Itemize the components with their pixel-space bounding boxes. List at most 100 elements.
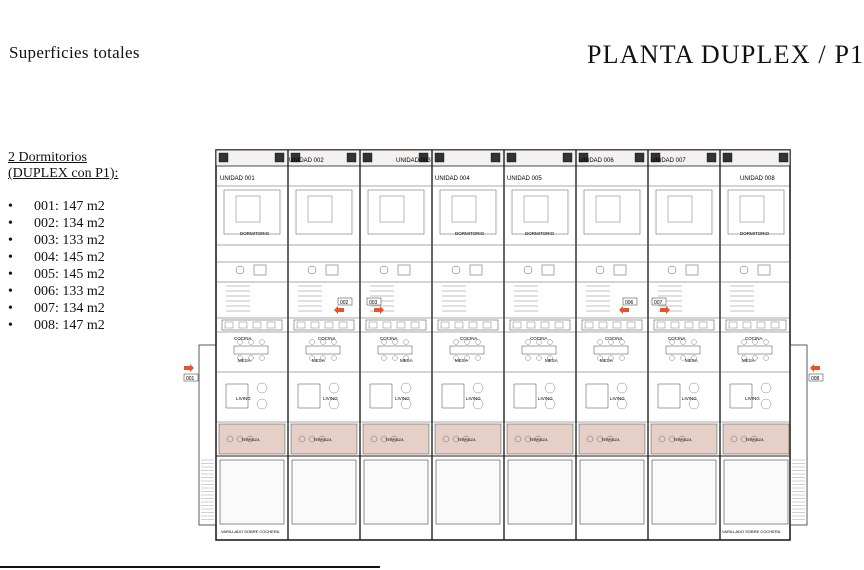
armchair xyxy=(472,398,484,410)
plant xyxy=(370,435,378,443)
appliance xyxy=(598,321,608,329)
column-block xyxy=(290,152,301,163)
chair xyxy=(680,339,686,345)
appliance xyxy=(554,321,564,329)
toilet xyxy=(235,265,245,275)
chair xyxy=(536,339,542,345)
unit-area-list: 001: 147 m2 002: 134 m2 003: 133 m2 004:… xyxy=(8,198,105,334)
side-annex-right xyxy=(789,344,808,526)
column-block xyxy=(434,152,445,163)
toilet xyxy=(739,265,749,275)
appliance xyxy=(252,321,262,329)
unit-label-003: UNIDAD 003 xyxy=(396,158,431,164)
garage-note-left: VARILLADO SOBRE COCHERA xyxy=(221,529,280,534)
room-label-living: LIVING xyxy=(395,396,410,401)
chair xyxy=(248,339,254,345)
room-label-dormitorio: DORMITORIO xyxy=(240,231,270,236)
plant xyxy=(308,435,316,443)
room-label-cocina: COCINA xyxy=(605,336,623,341)
chair xyxy=(680,355,686,361)
room-label-terraza: TERRAZA xyxy=(601,437,620,442)
room-label-mesa: MESA xyxy=(400,358,413,363)
toilet xyxy=(451,265,461,275)
room-label-terraza: TERRAZA xyxy=(673,437,692,442)
plant xyxy=(658,435,666,443)
bedroom xyxy=(295,189,353,235)
dining-table xyxy=(593,345,629,355)
bed xyxy=(523,195,549,223)
room-label-terraza: TERRAZA xyxy=(385,437,404,442)
appliance xyxy=(410,321,420,329)
appliance xyxy=(656,321,666,329)
column-block xyxy=(418,152,429,163)
kitchen-counter xyxy=(581,319,643,331)
room-label-living: LIVING xyxy=(682,396,697,401)
plant xyxy=(390,435,398,443)
appliance xyxy=(626,321,636,329)
sink xyxy=(757,264,771,276)
subtitle: Superficies totales xyxy=(9,43,140,62)
room-label-dormitorio: DORMITORIO xyxy=(455,231,485,236)
terrace xyxy=(290,423,358,455)
appliance xyxy=(454,321,464,329)
plant xyxy=(452,435,460,443)
plant xyxy=(534,435,542,443)
kitchen-counter xyxy=(365,319,427,331)
armchair xyxy=(544,382,556,394)
armchair xyxy=(616,398,628,410)
appliance xyxy=(540,321,550,329)
garage-bay xyxy=(579,459,645,525)
plant xyxy=(678,435,686,443)
room-label-mesa: MESA xyxy=(238,358,251,363)
armchair xyxy=(688,382,700,394)
appliance xyxy=(612,321,622,329)
kitchen-counter xyxy=(725,319,787,331)
room-label-living: LIVING xyxy=(745,396,760,401)
chair xyxy=(309,355,315,361)
sofa xyxy=(729,383,753,409)
plant xyxy=(606,435,614,443)
armchair xyxy=(760,382,772,394)
kitchen-counter xyxy=(653,319,715,331)
chair xyxy=(309,339,315,345)
sink xyxy=(469,264,483,276)
unit-label-006: UNIDAD 006 xyxy=(579,158,614,164)
unit-label-002: UNIDAD 002 xyxy=(289,158,324,164)
sink xyxy=(685,264,699,276)
plant xyxy=(380,435,388,443)
bedroom xyxy=(727,189,785,235)
appliance xyxy=(266,321,276,329)
armchair xyxy=(328,382,340,394)
room-label-terraza: TERRAZA xyxy=(241,437,260,442)
chair xyxy=(763,355,769,361)
appliance xyxy=(310,321,320,329)
garage-bay xyxy=(363,459,429,525)
dining-table xyxy=(449,345,485,355)
room-label-living: LIVING xyxy=(236,396,251,401)
list-item: 003: 133 m2 xyxy=(8,232,105,249)
bedroom xyxy=(655,189,713,235)
bed xyxy=(307,195,333,223)
dining-table xyxy=(665,345,701,355)
appliance xyxy=(368,321,378,329)
bed xyxy=(235,195,261,223)
column-block xyxy=(218,152,229,163)
plant xyxy=(730,435,738,443)
dining-table xyxy=(377,345,413,355)
entry-arrow-icon xyxy=(660,306,670,314)
sink xyxy=(613,264,627,276)
appliance xyxy=(482,321,492,329)
chair xyxy=(320,339,326,345)
sofa xyxy=(513,383,537,409)
toilet xyxy=(667,265,677,275)
chair xyxy=(453,355,459,361)
kitchen-counter xyxy=(437,319,499,331)
plant xyxy=(246,435,254,443)
appliance xyxy=(742,321,752,329)
terrace xyxy=(722,423,790,455)
sofa xyxy=(657,383,681,409)
room-label-mesa: MESA xyxy=(455,358,468,363)
chair xyxy=(608,339,614,345)
armchair xyxy=(760,398,772,410)
